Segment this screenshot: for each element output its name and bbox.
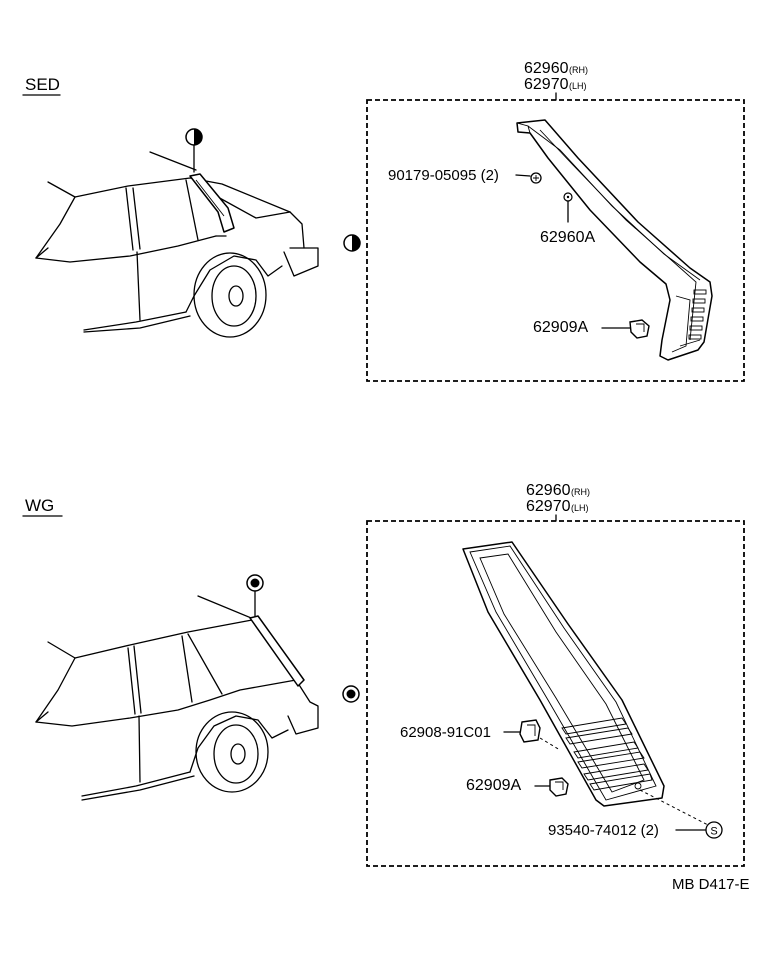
wg-section: WG bbox=[22, 482, 745, 867]
figure-code: MB D417-E bbox=[672, 876, 750, 893]
wg-assembly-rh: (RH) bbox=[571, 487, 590, 497]
wg-label: WG bbox=[25, 496, 54, 515]
wg-garnish-part bbox=[462, 541, 665, 807]
half-circle-marker-icon bbox=[343, 234, 361, 252]
callout-62908-91c01: 62908-91C01 bbox=[400, 724, 491, 741]
callout-90179-05095: 90179-05095 (2) bbox=[388, 167, 499, 184]
clip-icon bbox=[549, 777, 569, 797]
screw-s-letter: S bbox=[710, 826, 717, 838]
callout-93540-74012: 93540-74012 (2) bbox=[548, 822, 659, 839]
sed-parts-frame bbox=[366, 99, 745, 382]
sed-section: SED bbox=[22, 60, 745, 382]
clip-icon bbox=[629, 319, 650, 339]
wg-assembly-number: 62960 bbox=[526, 482, 571, 499]
sed-garnish-part bbox=[516, 119, 713, 361]
half-circle-marker-icon bbox=[185, 128, 203, 173]
wg-parts-frame bbox=[366, 520, 745, 867]
sed-assembly-rh: (RH) bbox=[569, 65, 588, 75]
sed-label: SED bbox=[25, 75, 60, 94]
wagon-car-illustration bbox=[35, 595, 319, 801]
clip-icon bbox=[519, 719, 541, 743]
callout-62909a-sed: 62909A bbox=[533, 319, 588, 336]
sed-assembly-number-lh: 62970 bbox=[524, 76, 569, 93]
filled-circle-marker-icon bbox=[246, 574, 264, 619]
sedan-car-illustration bbox=[35, 151, 319, 338]
wg-assembly-lh: (LH) bbox=[571, 503, 589, 513]
filled-circle-marker-icon bbox=[342, 685, 360, 703]
sed-assembly-number: 62960 bbox=[524, 60, 569, 77]
callout-62909a-wg: 62909A bbox=[466, 777, 521, 794]
sed-assembly-lh: (LH) bbox=[569, 81, 587, 91]
callout-62960a: 62960A bbox=[540, 229, 595, 246]
wg-assembly-number-lh: 62970 bbox=[526, 498, 571, 515]
screw-s-icon: S bbox=[705, 821, 723, 839]
clip-small-icon bbox=[563, 192, 573, 223]
screw-icon bbox=[530, 172, 542, 184]
